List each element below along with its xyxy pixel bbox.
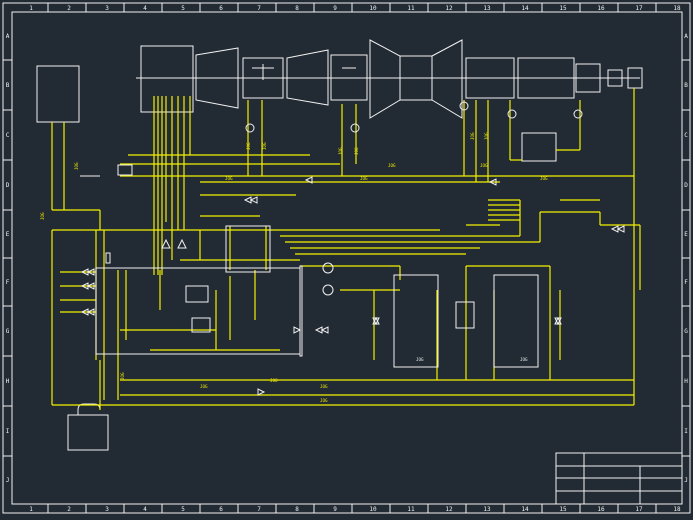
label-6: JOG bbox=[320, 384, 328, 389]
column-label-top-1: 1 bbox=[29, 5, 33, 12]
column-label-bottom-6: 6 bbox=[219, 506, 223, 513]
column-label-bottom-2: 2 bbox=[67, 506, 71, 513]
column-label-top-11: 11 bbox=[407, 5, 415, 12]
row-label-left-H: H bbox=[6, 378, 10, 385]
column-label-bottom-5: 5 bbox=[181, 506, 185, 513]
row-label-right-G: G bbox=[684, 328, 688, 335]
label-18: JOG bbox=[74, 162, 79, 170]
label-4: JOG bbox=[480, 163, 488, 168]
row-label-left-D: D bbox=[6, 182, 10, 189]
label-8: JOG bbox=[200, 384, 208, 389]
label-15: JOG bbox=[484, 132, 489, 140]
column-label-bottom-11: 11 bbox=[407, 506, 415, 513]
row-label-right-I: I bbox=[684, 428, 688, 435]
row-labels-right: A B C D E F G H I J bbox=[684, 33, 688, 484]
label-14: JOG bbox=[470, 132, 475, 140]
column-label-top-18: 18 bbox=[673, 5, 681, 12]
row-label-right-F: F bbox=[684, 279, 688, 286]
column-label-top-14: 14 bbox=[521, 5, 529, 12]
row-label-left-A: A bbox=[6, 33, 10, 40]
column-label-top-4: 4 bbox=[143, 5, 147, 12]
label-5: JOG bbox=[540, 176, 548, 181]
column-label-top-13: 13 bbox=[483, 5, 491, 12]
label-12: JOG bbox=[338, 147, 343, 155]
column-label-top-2: 2 bbox=[67, 5, 71, 12]
column-label-top-7: 7 bbox=[257, 5, 261, 12]
label-11: JOG bbox=[262, 142, 267, 150]
label-19: JOG bbox=[416, 357, 424, 362]
column-label-bottom-17: 17 bbox=[635, 506, 643, 513]
label-7: JOG bbox=[320, 398, 328, 403]
row-label-left-E: E bbox=[6, 231, 10, 238]
column-label-top-17: 17 bbox=[635, 5, 643, 12]
row-label-right-H: H bbox=[684, 378, 688, 385]
label-16: JOG bbox=[120, 372, 125, 380]
row-labels-left: A B C D E F G H I J bbox=[6, 33, 10, 484]
column-label-bottom-9: 9 bbox=[333, 506, 337, 513]
label-2: JOG bbox=[360, 176, 368, 181]
column-label-top-9: 9 bbox=[333, 5, 337, 12]
row-label-right-J: J bbox=[684, 477, 688, 484]
row-label-right-B: B bbox=[684, 82, 688, 89]
valves bbox=[80, 176, 625, 396]
title-block bbox=[555, 452, 683, 505]
plant-equipment bbox=[80, 101, 583, 368]
row-label-left-C: C bbox=[6, 132, 10, 139]
column-label-bottom-7: 7 bbox=[257, 506, 261, 513]
column-label-bottom-4: 4 bbox=[143, 506, 147, 513]
row-label-right-E: E bbox=[684, 231, 688, 238]
column-label-top-15: 15 bbox=[559, 5, 567, 12]
row-label-right-D: D bbox=[684, 182, 688, 189]
row-label-left-J: J bbox=[6, 477, 10, 484]
column-label-top-5: 5 bbox=[181, 5, 185, 12]
column-label-top-16: 16 bbox=[597, 5, 605, 12]
column-label-bottom-8: 8 bbox=[295, 506, 299, 513]
column-label-bottom-12: 12 bbox=[445, 506, 453, 513]
row-label-right-A: A bbox=[684, 33, 688, 40]
turbine-train bbox=[36, 39, 643, 451]
column-label-top-12: 12 bbox=[445, 5, 453, 12]
drawing-frame bbox=[2, 2, 691, 514]
column-label-top-10: 10 bbox=[369, 5, 377, 12]
label-1: JOG bbox=[225, 176, 233, 181]
row-label-left-G: G bbox=[6, 328, 10, 335]
column-label-bottom-10: 10 bbox=[369, 506, 377, 513]
row-label-left-B: B bbox=[6, 82, 10, 89]
label-10: JOG bbox=[246, 142, 251, 150]
column-label-bottom-3: 3 bbox=[105, 506, 109, 513]
row-label-left-F: F bbox=[6, 279, 10, 286]
column-label-top-6: 6 bbox=[219, 5, 223, 12]
column-label-bottom-1: 1 bbox=[29, 506, 33, 513]
column-label-bottom-15: 15 bbox=[559, 506, 567, 513]
row-label-right-C: C bbox=[684, 132, 688, 139]
row-label-left-I: I bbox=[6, 428, 10, 435]
column-label-bottom-18: 18 bbox=[673, 506, 681, 513]
column-label-bottom-14: 14 bbox=[521, 506, 529, 513]
column-label-top-3: 3 bbox=[105, 5, 109, 12]
label-9: JOG bbox=[270, 378, 278, 383]
label-13: JOG bbox=[354, 147, 359, 155]
column-label-top-8: 8 bbox=[295, 5, 299, 12]
label-3: JOG bbox=[388, 163, 396, 168]
diagram-labels: JOG JOG JOG JOG JOG JOG JOG JOG JOG JOG … bbox=[40, 132, 548, 403]
column-label-bottom-16: 16 bbox=[597, 506, 605, 513]
label-20: JOG bbox=[520, 357, 528, 362]
column-label-bottom-13: 13 bbox=[483, 506, 491, 513]
label-17: JOG bbox=[40, 212, 45, 220]
piping-lines bbox=[51, 88, 641, 410]
